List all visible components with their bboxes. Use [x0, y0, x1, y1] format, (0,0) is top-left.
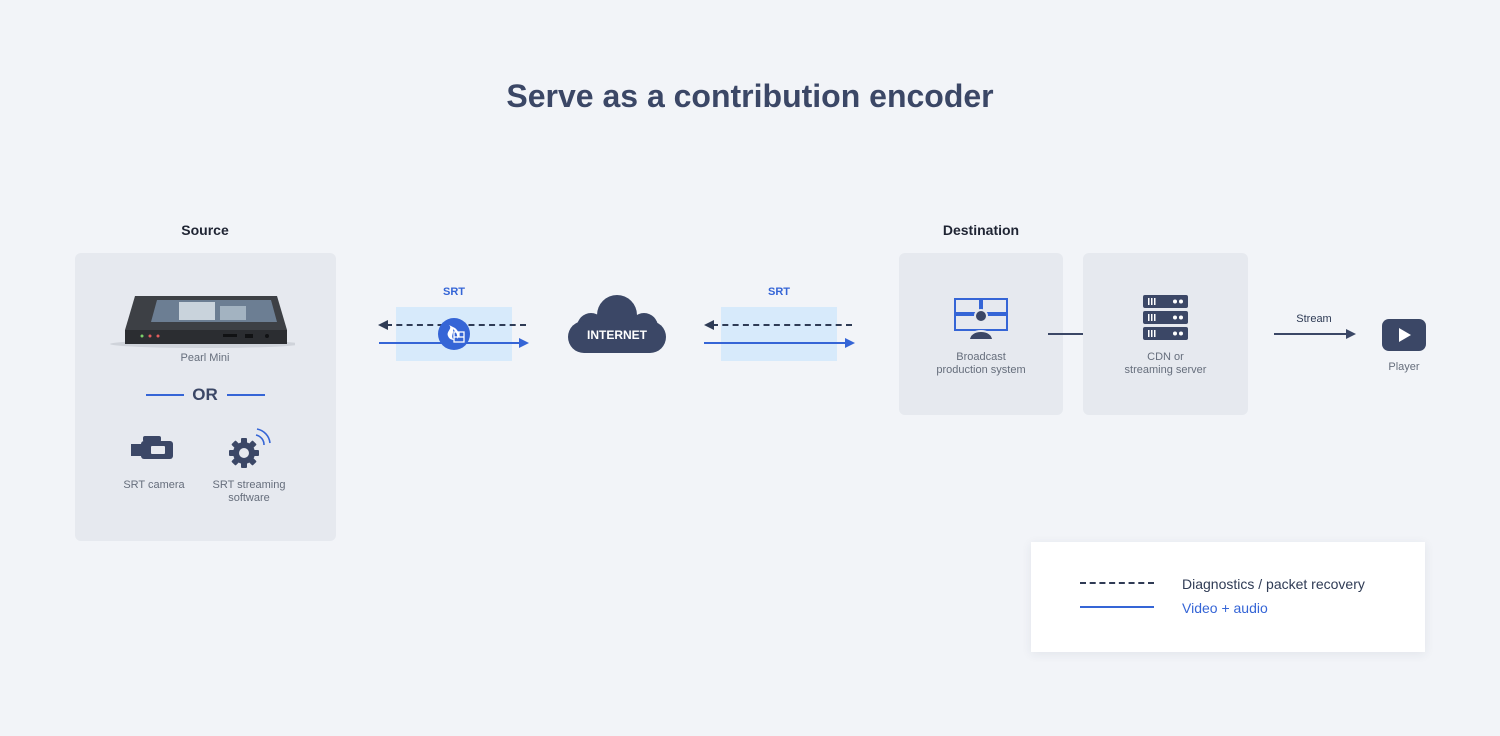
source-heading: Source: [181, 222, 229, 238]
srt-right-label: SRT: [768, 286, 790, 298]
pearl-mini-device-image: [110, 296, 295, 348]
stream-label: Stream: [1296, 313, 1332, 325]
stream-arrow-line: [1274, 333, 1348, 335]
arrowhead-right-icon: [845, 338, 855, 348]
play-icon: [1382, 319, 1426, 351]
destination-heading: Destination: [942, 222, 1020, 238]
legend-solid-line: [1080, 606, 1154, 608]
or-divider-right: [227, 394, 265, 396]
cdn-label-1: CDN or: [1147, 351, 1184, 363]
video-camera-icon: [131, 436, 173, 459]
legend-video-label: Video + audio: [1182, 600, 1268, 616]
firewall-icon: [438, 318, 470, 350]
srt-right-highlight: [721, 307, 837, 361]
video-arrow-right-line: [704, 342, 847, 344]
page-title: Serve as a contribution encoder: [506, 78, 994, 114]
broadcast-production-icon: [954, 298, 1008, 341]
srt-left-label: SRT: [443, 286, 465, 298]
gear-broadcast-icon: [229, 428, 271, 468]
arrowhead-right-icon: [519, 338, 529, 348]
arrowhead-right-icon: [1346, 329, 1356, 339]
player-label: Player: [1388, 361, 1420, 373]
pearl-mini-label: Pearl Mini: [180, 352, 230, 364]
server-rack-icon: [1143, 295, 1188, 340]
or-divider-left: [146, 394, 184, 396]
srt-software-label-2: software: [228, 492, 270, 504]
internet-cloud-icon: [568, 295, 666, 353]
cdn-label-2: streaming server: [1124, 364, 1207, 376]
srt-camera-label: SRT camera: [123, 479, 185, 491]
broadcast-label-2: production system: [936, 364, 1026, 376]
broadcast-to-cdn-arrow-line: [1048, 333, 1092, 335]
arrowhead-left-icon: [378, 320, 388, 330]
srt-software-label-1: SRT streaming: [212, 479, 286, 491]
internet-label: INTERNET: [587, 328, 647, 342]
diagnostics-arrow-right-line: [712, 324, 852, 326]
arrowhead-left-icon: [704, 320, 714, 330]
broadcast-label-1: Broadcast: [956, 351, 1006, 363]
or-label: OR: [192, 385, 218, 404]
legend-diagnostics-label: Diagnostics / packet recovery: [1182, 576, 1365, 592]
legend-box: [1031, 542, 1425, 652]
legend-dashed-line: [1080, 582, 1154, 584]
